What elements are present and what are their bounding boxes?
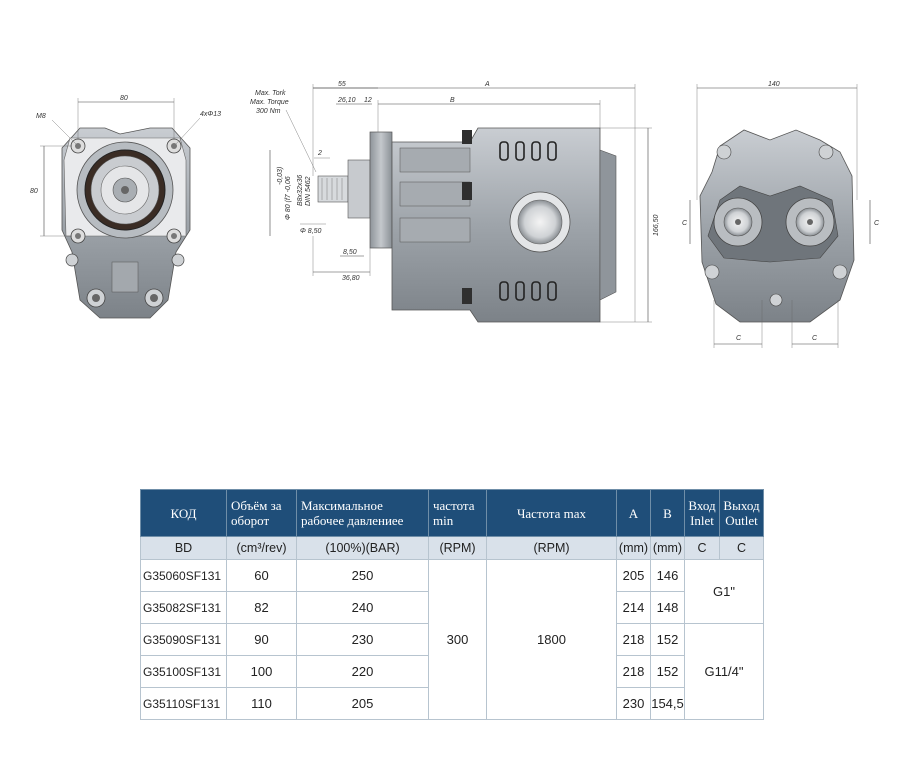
cell-b: 152 <box>650 623 685 656</box>
dim-a: A <box>484 81 490 88</box>
dim-spline: B8x32x36 <box>297 175 304 206</box>
cell-pressure: 205 <box>296 687 429 720</box>
dim-2610: 26,10 <box>337 97 356 104</box>
dim-shaft1: Φ 80 (f7 -0,06 <box>285 176 292 220</box>
unit-inlet: C <box>684 536 720 560</box>
cell-code: G35090SF131 <box>140 623 227 656</box>
cell-pressure: 230 <box>296 623 429 656</box>
cell-volume: 100 <box>226 655 297 688</box>
side-view: A 55 B 26,10 12 Max. Tork Max. Torque 30… <box>250 81 660 323</box>
dim-din: DIN 5462 <box>305 176 312 206</box>
cell-code: G35082SF131 <box>140 591 227 624</box>
spec-table: КОД Объём за оборот Максимальное рабочее… <box>140 489 764 720</box>
cell-a: 218 <box>616 655 651 688</box>
cell-code: G35100SF131 <box>140 655 227 688</box>
torque-line3: 300 Nm <box>256 108 281 115</box>
unit-freq-min: (RPM) <box>428 536 487 560</box>
dim-12: 12 <box>364 97 372 104</box>
dim-55: 55 <box>338 81 346 88</box>
dim-16650: 166,50 <box>653 214 660 236</box>
label-holes: 4xΦ13 <box>200 111 221 118</box>
dim-b: B <box>450 97 455 104</box>
front-view: 80 80 M8 4xΦ13 <box>30 95 221 319</box>
technical-drawing: 80 80 M8 4xΦ13 <box>30 81 880 348</box>
cell-thread-small: G1" <box>684 559 764 624</box>
dim-3680: 36,80 <box>342 275 360 282</box>
cell-b: 152 <box>650 655 685 688</box>
unit-volume: (cm³/rev) <box>226 536 297 560</box>
header-code: КОД <box>140 489 227 537</box>
header-freq-max: Частота max <box>486 489 617 537</box>
cell-volume: 82 <box>226 591 297 624</box>
dim-140: 140 <box>768 81 780 88</box>
header-freq-min: частота min <box>428 489 487 537</box>
units-row: BD (cm³/rev) (100%)(BAR) (RPM) (RPM) (mm… <box>140 536 764 560</box>
table-row: G35082SF131 82 240 214 148 <box>140 591 764 624</box>
header-volume: Объём за оборот <box>226 489 297 537</box>
table-row: G35060SF131 60 250 300 1800 205 146 G1" <box>140 559 764 720</box>
cell-a: 205 <box>616 559 651 592</box>
cell-b: 154,5 <box>650 687 685 720</box>
unit-pressure: (100%)(BAR) <box>296 536 429 560</box>
dim-front-width: 80 <box>120 95 128 102</box>
dim-c-bottom-left: C <box>736 335 742 342</box>
cell-volume: 110 <box>226 687 297 720</box>
dim-shaft2: -0,03) <box>277 167 284 185</box>
cell-code: G35110SF131 <box>140 687 227 720</box>
dim-front-height: 80 <box>30 188 38 195</box>
cell-code: G35060SF131 <box>140 559 227 592</box>
cell-pressure: 240 <box>296 591 429 624</box>
cell-volume: 60 <box>226 559 297 592</box>
cell-thread-large: G11/4" <box>684 623 764 720</box>
header-pressure: Максимальное рабочее давлениее <box>296 489 429 537</box>
cell-a: 230 <box>616 687 651 720</box>
dim-c-bottom-right: C <box>812 335 818 342</box>
dim-850a: Φ 8,50 <box>300 228 322 235</box>
torque-line2: Max. Torque <box>250 99 289 106</box>
cell-a: 214 <box>616 591 651 624</box>
label-bolt: M8 <box>36 113 46 120</box>
unit-a: (mm) <box>616 536 651 560</box>
header-row: КОД Объём за оборот Максимальное рабочее… <box>140 489 764 537</box>
header-outlet: Выход Outlet <box>719 489 764 537</box>
dim-2: 2 <box>317 150 322 157</box>
back-view: 140 C C C C <box>682 81 880 348</box>
cell-freq-max: 1800 <box>486 559 617 720</box>
header-b: B <box>650 489 685 537</box>
cell-b: 146 <box>650 559 685 592</box>
cell-b: 148 <box>650 591 685 624</box>
unit-outlet: C <box>719 536 764 560</box>
dim-c-right: C <box>874 220 880 227</box>
cell-freq-min: 300 <box>428 559 487 720</box>
cell-a: 218 <box>616 623 651 656</box>
unit-freq-max: (RPM) <box>486 536 617 560</box>
cell-volume: 90 <box>226 623 297 656</box>
cell-pressure: 250 <box>296 559 429 592</box>
unit-b: (mm) <box>650 536 685 560</box>
table-row: G35110SF131 110 205 230 154,5 <box>140 687 764 720</box>
dim-c-left: C <box>682 220 688 227</box>
dim-850b: 8,50 <box>343 249 357 256</box>
cell-pressure: 220 <box>296 655 429 688</box>
header-inlet: Вход Inlet <box>684 489 720 537</box>
header-a: A <box>616 489 651 537</box>
torque-line1: Max. Tork <box>255 90 286 97</box>
unit-code: BD <box>140 536 227 560</box>
